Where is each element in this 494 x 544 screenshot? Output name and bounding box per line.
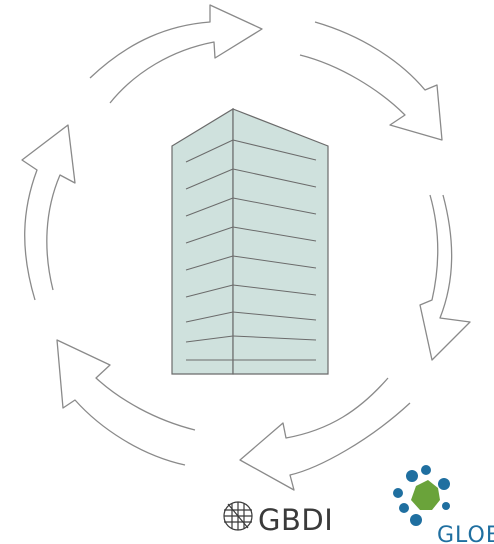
arrow-right [419,194,471,361]
molecule-cluster-icon [393,465,450,526]
arrow-bottom [239,377,411,491]
arrow-top-right [299,21,443,141]
green-blob [411,480,440,510]
gbdi-logo: GBDI [223,501,333,537]
cycle-arrows [21,4,471,491]
gbdi-logo-text: GBDI [258,503,333,537]
arrow-top [89,4,263,104]
arrow-left [21,124,76,301]
arrow-bottom-left [56,339,196,466]
glob-logo: GLOB [393,465,494,544]
building-left-face [171,107,234,375]
globe-grid-icon [223,501,253,531]
tall-building-icon [171,107,329,375]
building-floor-lines [185,139,317,361]
glob-logo-text: GLOB [437,523,494,544]
building-right-face [232,108,329,375]
